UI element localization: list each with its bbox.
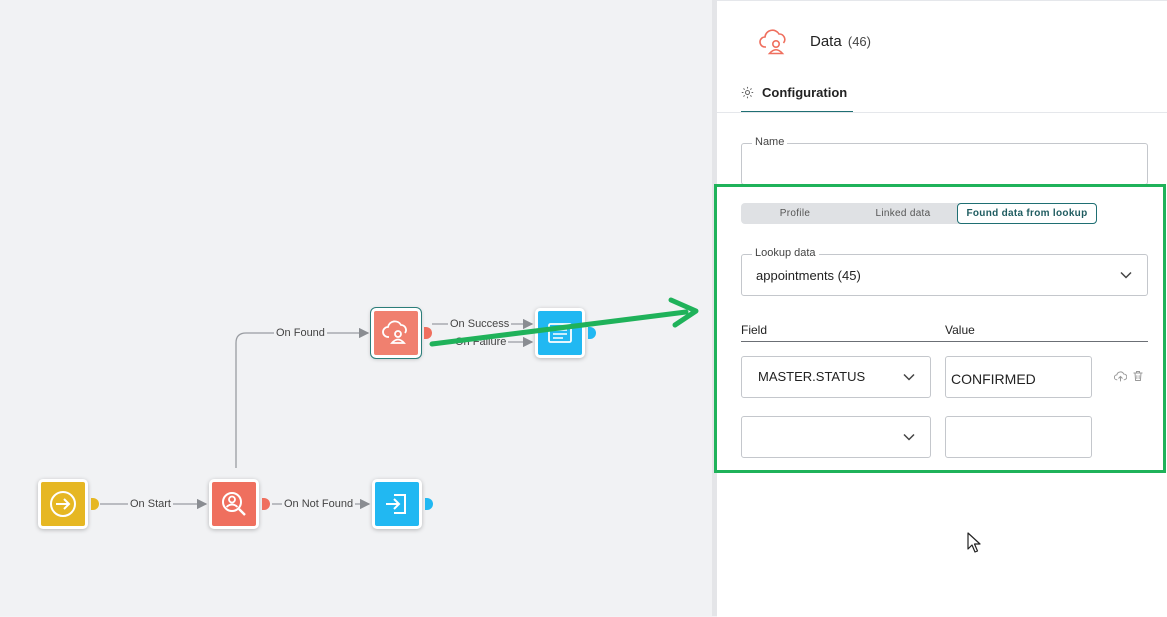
value-input-row-1[interactable]: CONFIRMED (945, 356, 1092, 398)
start-node[interactable] (38, 479, 88, 529)
lookup-data-label: Lookup data (752, 247, 819, 259)
field-select-row-1-value: MASTER.STATUS (758, 369, 866, 384)
value-input-row-2[interactable] (945, 416, 1092, 458)
edge-label-on-failure: On Failure (453, 336, 509, 349)
arrow-circle-icon (50, 491, 76, 517)
field-select-row-2[interactable] (741, 416, 931, 458)
mouse-cursor-icon (967, 532, 981, 553)
value-input-row-1-value: CONFIRMED (951, 371, 1036, 387)
enter-icon (386, 494, 406, 514)
edge-on-found (235, 327, 370, 468)
upload-icon[interactable] (1114, 370, 1127, 383)
data-port[interactable] (424, 327, 432, 339)
name-field[interactable]: Name (741, 136, 1148, 185)
not-found-exit-port[interactable] (425, 498, 433, 510)
edge-label-on-start: On Start (128, 498, 173, 511)
success-action-node[interactable] (535, 308, 585, 358)
segment-found-data-from-lookup[interactable]: Found data from lookup (957, 203, 1097, 224)
list-icon (548, 323, 572, 343)
chevron-down-icon (903, 433, 915, 441)
panel-title: Data (46) (810, 33, 871, 50)
lookup-data-select[interactable]: Lookup data appointments (45) (741, 247, 1148, 296)
source-segmented-control: Profile Linked data Found data from look… (741, 203, 1097, 224)
panel-title-count: (46) (847, 34, 871, 49)
lookup-node[interactable] (209, 479, 259, 529)
header-divider (741, 341, 1148, 342)
lookup-data-value: appointments (45) (756, 268, 861, 283)
edge-label-on-not-found: On Not Found (282, 498, 356, 511)
tab-configuration[interactable]: Configuration (741, 85, 854, 113)
edge-label-on-found: On Found (274, 327, 327, 340)
field-column-header: Field (741, 323, 768, 337)
value-column-header: Value (945, 323, 975, 337)
chevron-down-icon (903, 373, 915, 381)
cloud-user-icon (759, 29, 786, 55)
tab-underline (717, 112, 1167, 113)
field-select-row-1[interactable]: MASTER.STATUS (741, 356, 931, 398)
chevron-down-icon (1120, 271, 1132, 279)
person-search-icon (222, 492, 246, 516)
segment-linked-data[interactable]: Linked data (875, 208, 931, 219)
not-found-exit-node[interactable] (372, 479, 422, 529)
trash-icon[interactable] (1132, 370, 1144, 382)
config-panel: Data (46) Configuration Name Profile Lin… (717, 0, 1167, 617)
start-port[interactable] (91, 498, 99, 510)
lookup-port[interactable] (262, 498, 270, 510)
tab-configuration-label: Configuration (762, 85, 848, 100)
edge-label-on-success: On Success (448, 318, 512, 331)
panel-title-text: Data (810, 33, 842, 50)
flow-canvas[interactable]: On Start On Not Found On Found On Succes… (0, 0, 712, 616)
name-field-label: Name (752, 136, 788, 148)
gear-icon (741, 86, 754, 99)
flow-edges (100, 318, 534, 510)
segment-profile[interactable]: Profile (779, 208, 811, 219)
cloud-user-icon (382, 320, 407, 344)
data-node[interactable] (370, 307, 422, 359)
